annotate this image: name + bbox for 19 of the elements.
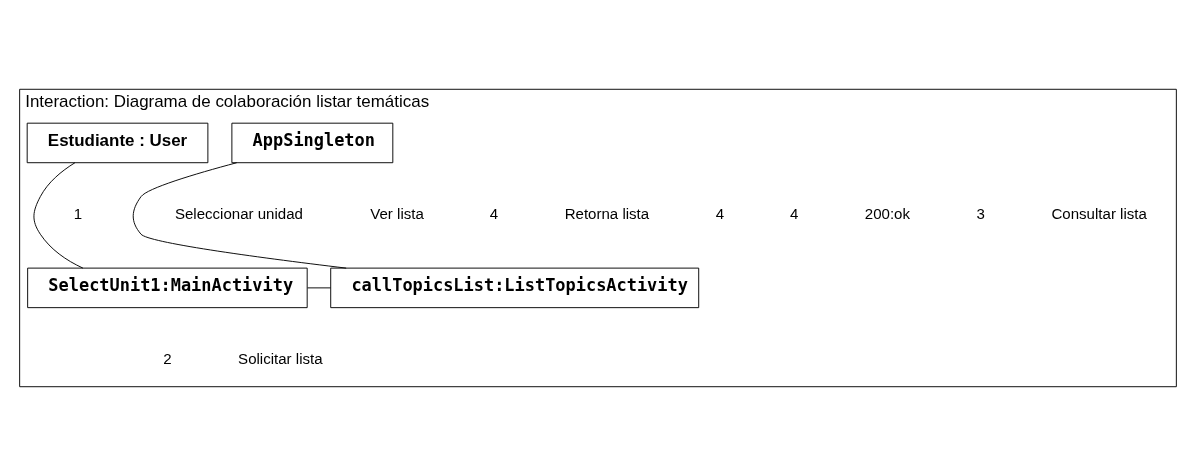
label: Ver lista	[370, 204, 424, 222]
connector	[33, 162, 84, 269]
label: Solicitar lista	[238, 349, 323, 367]
label: 4	[489, 204, 499, 222]
label: 2	[163, 349, 172, 367]
connector	[132, 162, 347, 269]
label: 3	[976, 204, 985, 222]
node-box: SelectUnit1:MainActivity	[27, 267, 308, 309]
node-box: callTopicsList:ListTopicsActivity	[330, 267, 700, 309]
label: Retorna lista	[564, 204, 650, 222]
connector	[307, 287, 332, 289]
node-box: AppSingleton	[231, 122, 394, 164]
label: 200:ok	[864, 204, 911, 222]
label: Seleccionar unidad	[174, 204, 303, 222]
label: 4	[715, 204, 725, 222]
label: Consultar lista	[1051, 204, 1147, 222]
node-box: Estudiante : User	[26, 122, 209, 164]
label: 1	[73, 204, 83, 222]
label: 4	[790, 204, 799, 222]
